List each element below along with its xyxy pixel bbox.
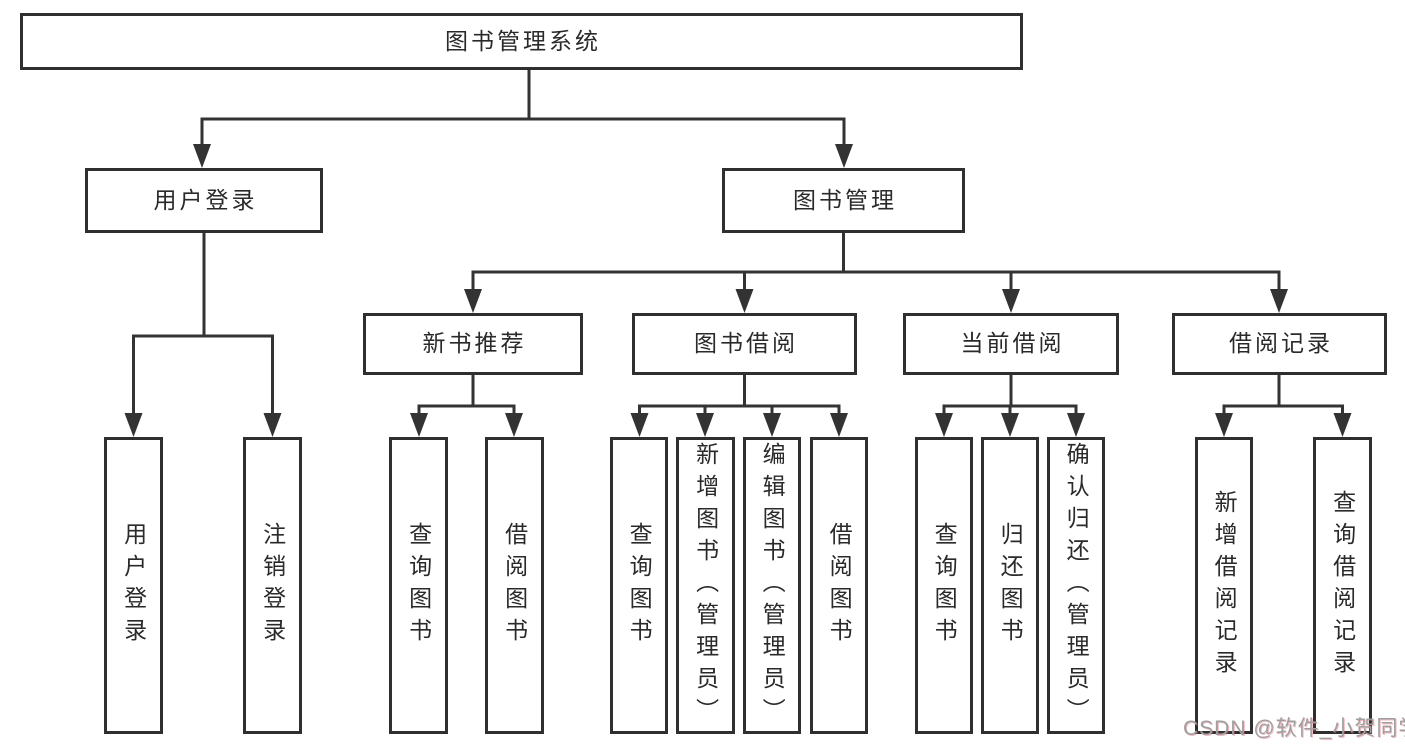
node-new-book-recommend: 新书推荐 xyxy=(363,313,583,375)
leaf-user-login: 用户登录 xyxy=(104,437,163,734)
arrowhead-icon xyxy=(763,413,781,437)
arrowhead-icon xyxy=(1002,289,1020,313)
arrowhead-icon xyxy=(835,144,853,168)
node-current-borrow-label: 当前借阅 xyxy=(960,330,1065,357)
arrowhead-icon xyxy=(1270,289,1288,313)
arrowhead-icon xyxy=(263,413,282,437)
leaf-edit-book-admin-label: 编辑图书（管理员） xyxy=(759,441,786,730)
arrowhead-icon xyxy=(1001,413,1019,437)
arrowhead-icon xyxy=(696,413,714,437)
arrowhead-icon xyxy=(935,413,953,437)
arrowhead-icon xyxy=(1215,413,1233,437)
node-borrow-records-label: 借阅记录 xyxy=(1229,330,1333,357)
leaf-query-books-3: 查询图书 xyxy=(915,437,973,734)
leaf-query-books-2-label: 查询图书 xyxy=(626,521,653,650)
leaf-add-borrow-record-label: 新增借阅记录 xyxy=(1211,489,1238,682)
leaf-confirm-return-admin: 确认归还（管理员） xyxy=(1047,437,1105,734)
leaf-add-borrow-record: 新增借阅记录 xyxy=(1195,437,1253,734)
arrowhead-icon xyxy=(124,413,143,437)
arrowhead-icon xyxy=(1067,413,1085,437)
leaf-query-books-1-label: 查询图书 xyxy=(405,521,432,650)
arrowhead-icon xyxy=(630,413,649,437)
arrowhead-icon xyxy=(410,413,428,437)
leaf-confirm-return-admin-label: 确认归还（管理员） xyxy=(1063,441,1090,730)
node-current-borrow: 当前借阅 xyxy=(903,313,1119,375)
csdn-watermark: CSDN @软件_小贺同学 xyxy=(1183,717,1405,740)
leaf-query-books-3-label: 查询图书 xyxy=(931,521,958,650)
leaf-logout: 注销登录 xyxy=(243,437,302,734)
leaf-logout-label: 注销登录 xyxy=(259,521,286,650)
leaf-add-book-admin-label: 新增图书（管理员） xyxy=(692,441,719,730)
node-borrow-records: 借阅记录 xyxy=(1172,313,1387,375)
node-user-login: 用户登录 xyxy=(85,168,323,233)
leaf-query-borrow-record: 查询借阅记录 xyxy=(1313,437,1372,734)
leaf-query-books-2: 查询图书 xyxy=(610,437,668,734)
arrowhead-icon xyxy=(464,289,482,313)
leaf-add-book-admin: 新增图书（管理员） xyxy=(676,437,735,734)
node-user-login-label: 用户登录 xyxy=(153,186,258,213)
node-root: 图书管理系统 xyxy=(20,13,1023,70)
leaf-edit-book-admin: 编辑图书（管理员） xyxy=(743,437,801,734)
node-new-book-recommend-label: 新书推荐 xyxy=(422,330,527,357)
arrowhead-icon xyxy=(735,289,754,313)
node-book-management-label: 图书管理 xyxy=(793,186,897,213)
leaf-return-book: 归还图书 xyxy=(981,437,1039,734)
node-root-label: 图书管理系统 xyxy=(445,27,601,54)
leaf-borrow-books-2: 借阅图书 xyxy=(810,437,868,734)
leaf-user-login-label: 用户登录 xyxy=(120,521,147,650)
node-book-borrow-label: 图书借阅 xyxy=(694,330,798,357)
leaf-borrow-books-1: 借阅图书 xyxy=(485,437,544,734)
leaf-query-books-1: 查询图书 xyxy=(389,437,448,734)
node-book-borrow: 图书借阅 xyxy=(632,313,857,375)
arrowhead-icon xyxy=(1333,413,1352,437)
node-book-management: 图书管理 xyxy=(722,168,965,233)
leaf-borrow-books-2-label: 借阅图书 xyxy=(826,521,853,650)
leaf-query-borrow-record-label: 查询借阅记录 xyxy=(1329,489,1356,682)
leaf-borrow-books-1-label: 借阅图书 xyxy=(501,521,528,650)
arrowhead-icon xyxy=(193,144,211,168)
arrowhead-icon xyxy=(830,413,848,437)
leaf-return-book-label: 归还图书 xyxy=(997,521,1024,650)
arrowhead-icon xyxy=(505,413,523,437)
